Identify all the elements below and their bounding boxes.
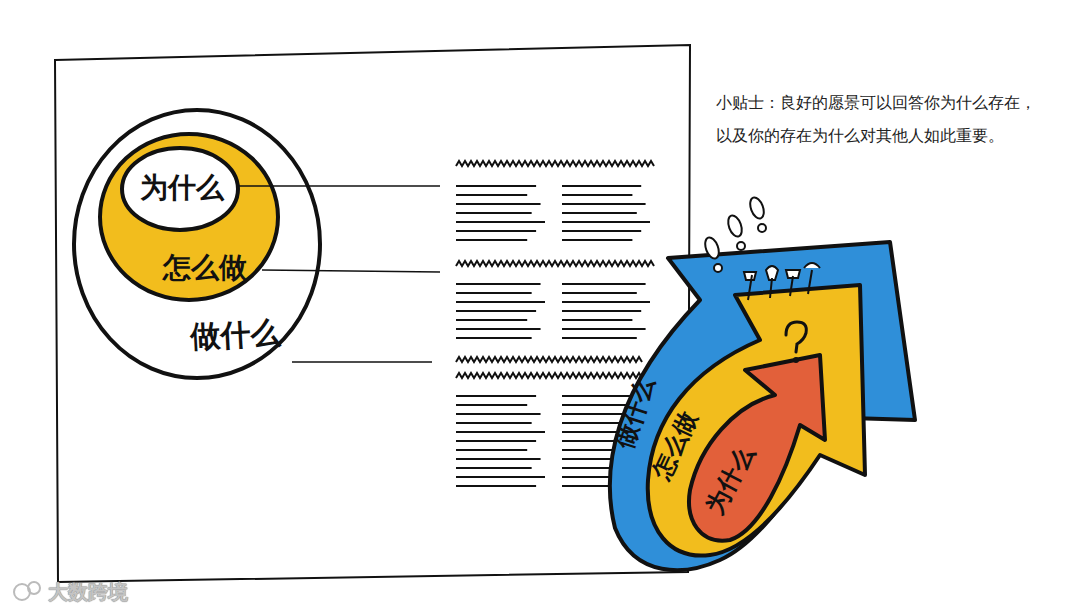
leader-lines: [238, 186, 440, 362]
question-mark: [786, 322, 806, 362]
scribble-heading: [456, 357, 642, 362]
scribble-line: [562, 239, 632, 241]
inner-arrow: 为什么: [675, 345, 835, 545]
inner-circle: 为什么: [120, 146, 240, 232]
node-label: 做什么: [189, 318, 280, 353]
scribble-line: [456, 404, 527, 406]
scribble-line: [456, 194, 527, 196]
tip-note: 小贴士：良好的愿景可以回答你为什么存在，以及你的存在为什么对其他人如此重要。: [716, 86, 1040, 152]
scribble-line: [562, 337, 637, 339]
scribble-line: [562, 310, 641, 312]
middle-arrow: 怎么做为什么: [640, 280, 870, 560]
scribble-heading: [456, 161, 654, 166]
scribble-line: [562, 292, 637, 294]
watermark-logo: [14, 582, 40, 600]
scribble-line: [456, 310, 536, 312]
scribble-line: [562, 194, 632, 196]
scribble-line: [456, 328, 541, 330]
node-label: 怎么做: [163, 254, 247, 282]
scribble-line: [562, 185, 641, 187]
scribble-line: [456, 221, 545, 223]
scribble-line: [456, 239, 527, 241]
inner-arrow-shape: [675, 345, 835, 545]
scribble-line: [456, 458, 541, 460]
middle-circle: 怎么做 为什么: [98, 132, 280, 302]
scribble-line: [562, 203, 646, 205]
scribble-line: [456, 292, 532, 294]
scribble-line: [456, 413, 541, 415]
paper-sheet: [55, 45, 690, 582]
scribble-line: [562, 301, 650, 303]
watermark: 大数跨境: [48, 580, 168, 604]
outer-circle: 做什么 怎么做 为什么: [72, 108, 322, 380]
scribble-line: [562, 221, 650, 223]
scribble-heading: [456, 261, 654, 266]
scribble-line: [456, 319, 527, 321]
scribble-heading: [456, 373, 654, 378]
node-label: 为什么: [140, 174, 224, 202]
scribble-line: [456, 449, 527, 451]
footprints: [703, 196, 767, 272]
scribble-line: [456, 230, 536, 232]
tool-icons: [744, 263, 820, 300]
scribble-line: [562, 319, 632, 321]
scribble-line: [562, 283, 646, 285]
scribble-line: [456, 203, 541, 205]
scribble-line: [456, 485, 536, 487]
scribble-line: [456, 212, 532, 214]
scribble-line: [456, 476, 545, 478]
scribble-line: [456, 467, 532, 469]
outer-arrow: 做什么怎么做为什么: [595, 238, 920, 578]
scribble-line: [456, 440, 536, 442]
scribble-line: [456, 337, 532, 339]
scribble-line: [456, 283, 541, 285]
scribble-line: [562, 404, 632, 406]
scribble-line: [456, 422, 532, 424]
scribble-line: [456, 431, 545, 433]
scribble-line: [456, 395, 536, 397]
scribble-line: [562, 230, 641, 232]
scribble-line: [456, 185, 536, 187]
scribble-line: [562, 212, 637, 214]
scribble-line: [562, 328, 646, 330]
scribble-line: [456, 301, 545, 303]
